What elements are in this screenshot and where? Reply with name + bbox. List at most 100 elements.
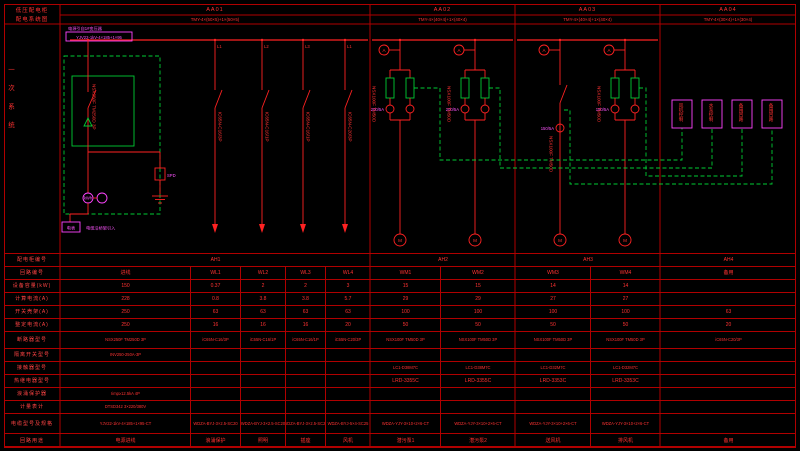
meter-box-symbol: [61, 221, 81, 233]
table-cell: iC65N-C16/3P: [202, 337, 229, 342]
incomer-cable-tag-box: [65, 31, 133, 42]
table-row-label: 开关壳架(A): [15, 309, 49, 315]
ct-ratio-label: 200/5A: [446, 107, 459, 112]
feeder-circuit-wl1: L1: [212, 40, 223, 233]
table-cell: 63: [345, 308, 351, 315]
control-box-symbol: [731, 99, 753, 129]
table-cell: 排风机: [617, 437, 633, 444]
table-grid-hline: [4, 374, 796, 375]
contactor-symbol: [630, 77, 640, 99]
table-cell: WDZA-YJY-3×10+2×6-CT: [381, 420, 430, 426]
table-row-label: 隔离开关型号: [13, 352, 50, 358]
table-cell: 浪涌保护: [205, 437, 226, 444]
motor-feeder-wm1: A M 200/5A: [371, 40, 415, 247]
feeder-spec-wm4: NSX100F TM50D: [596, 86, 602, 123]
incomer-install-note: 电缆沿桥架引入: [86, 225, 116, 232]
table-cell: 100: [401, 308, 410, 315]
sheet-side-label: 一次系统: [6, 66, 14, 140]
table-cell: AH4: [723, 256, 734, 263]
ct-symbol: [555, 123, 565, 133]
motor-feeder-wm2: A M 200/5A: [446, 40, 490, 247]
table-cell: 27: [550, 295, 556, 302]
table-cell: WL4: [342, 269, 354, 276]
busbar-spec-aa03: TMY-4×(40×4)+1×(40×4): [563, 16, 612, 22]
control-box-label-1: 风机控制: [679, 103, 685, 122]
transformer-delta-symbol: [83, 116, 93, 127]
table-cell: 风机: [342, 437, 353, 444]
table-cell: LRD-3353C: [612, 377, 639, 384]
table-row-label: 浪涌保护器: [16, 391, 47, 397]
ct-symbol: [480, 104, 490, 114]
feeder-spec-wm2: NSX100F TM50D: [446, 86, 452, 123]
table-cell: LC1-D32M7C: [540, 365, 566, 370]
feeder-spec-wl2: iC65N-C16/1P: [264, 112, 270, 142]
table-cell: AH3: [583, 256, 593, 263]
table-cell: LC1-D38M7C: [392, 365, 419, 370]
table-cell: WL1: [210, 269, 221, 276]
table-grid-hline: [4, 292, 796, 293]
table-cell: 63: [725, 308, 732, 315]
drawing-frame: [4, 4, 796, 447]
table-cell: NSX100F TM50D 3P: [533, 337, 573, 342]
table-cell: DTSD342 3×220/380V: [104, 404, 147, 409]
table-cell: 电源进线: [115, 437, 136, 444]
table-grid-hline: [4, 348, 796, 349]
table-cell: 29: [402, 295, 409, 302]
svg-text:M: M: [473, 238, 477, 243]
table-row-label: 计算电流(A): [15, 296, 49, 302]
table-cell: 3.8: [302, 295, 309, 302]
table-cell: WDZA-YJY-3×10+2×6-CT: [454, 420, 502, 426]
table-grid-hline: [4, 433, 796, 434]
table-cell: AH2: [438, 256, 448, 263]
incomer-circuit: 电源引自1#变压器 YJV22-1kV-4×185+1×95 kWh 电表 电缆…: [61, 25, 161, 233]
table-cell: WDZA-YJY-3×10+2×6-CT: [529, 420, 577, 426]
table-cell: NSX100F TM50D 3P: [606, 337, 645, 342]
busbar-spec-aa04: TMY-4×(30×4)+1×(30×4): [703, 16, 753, 22]
table-grid-hline: [4, 387, 796, 388]
table-cell: AH1: [210, 256, 221, 263]
table-grid-hline: [4, 305, 796, 306]
table-row-label: 回路编号: [19, 270, 44, 276]
section-title-aa02: AA02: [433, 6, 452, 13]
table-cell: 100: [548, 308, 558, 315]
table-cell: 5.7: [344, 295, 352, 302]
table-cell: 3: [346, 282, 350, 289]
control-box-symbol: [671, 99, 693, 129]
incomer-breaker-symbol: [87, 89, 97, 109]
table-row-label: 电缆型号及规格: [10, 420, 53, 427]
table-row-label: 断路器型号: [16, 337, 47, 343]
table-cell: 250: [121, 321, 130, 328]
contactor-symbol: [405, 77, 415, 99]
ct-symbol: [460, 104, 470, 114]
feeder-circuit-wl2: L2: [259, 40, 270, 233]
control-box-label-2: 水泵控制: [709, 103, 715, 122]
ct-ratio-label: 200/5A: [371, 107, 384, 112]
table-cell: 14: [550, 282, 556, 289]
ct-symbol: [610, 104, 620, 114]
feeder-phase-label: L3: [305, 44, 310, 49]
incomer-dashed-enclosure: [63, 55, 161, 215]
table-cell: 16: [212, 321, 219, 328]
table-cell: 16: [302, 321, 309, 328]
aa04-control-boxes: [671, 99, 783, 129]
section-title-aa01: AA01: [206, 6, 224, 13]
ct-ratio-label: 150/5A: [541, 126, 554, 131]
kwh-meter-label: kWh: [84, 196, 93, 201]
svg-text:A: A: [382, 48, 386, 53]
table-cell: 20: [725, 321, 732, 328]
ct-ratio-label: 150/5A: [596, 107, 609, 112]
feeder-spec-wl3: iC65N-C16/1P: [305, 112, 311, 142]
meter-symbol: [96, 192, 108, 204]
table-cell: 100: [621, 308, 630, 315]
motor-symbol: [468, 233, 482, 247]
section-title-aa03: AA03: [578, 6, 597, 13]
control-box-label-3: 备用回路: [739, 103, 745, 122]
contactor-symbol: [460, 77, 470, 99]
table-row-label: 热继电器型号: [13, 378, 50, 384]
busbar-spec-aa01: TMY-4×(50×5)+1×(50×5): [190, 16, 240, 22]
control-wiring-dashed: [414, 87, 773, 185]
table-cell: 63: [260, 308, 266, 315]
table-grid-vline: [440, 266, 441, 447]
table-cell: 3.8: [259, 295, 267, 302]
